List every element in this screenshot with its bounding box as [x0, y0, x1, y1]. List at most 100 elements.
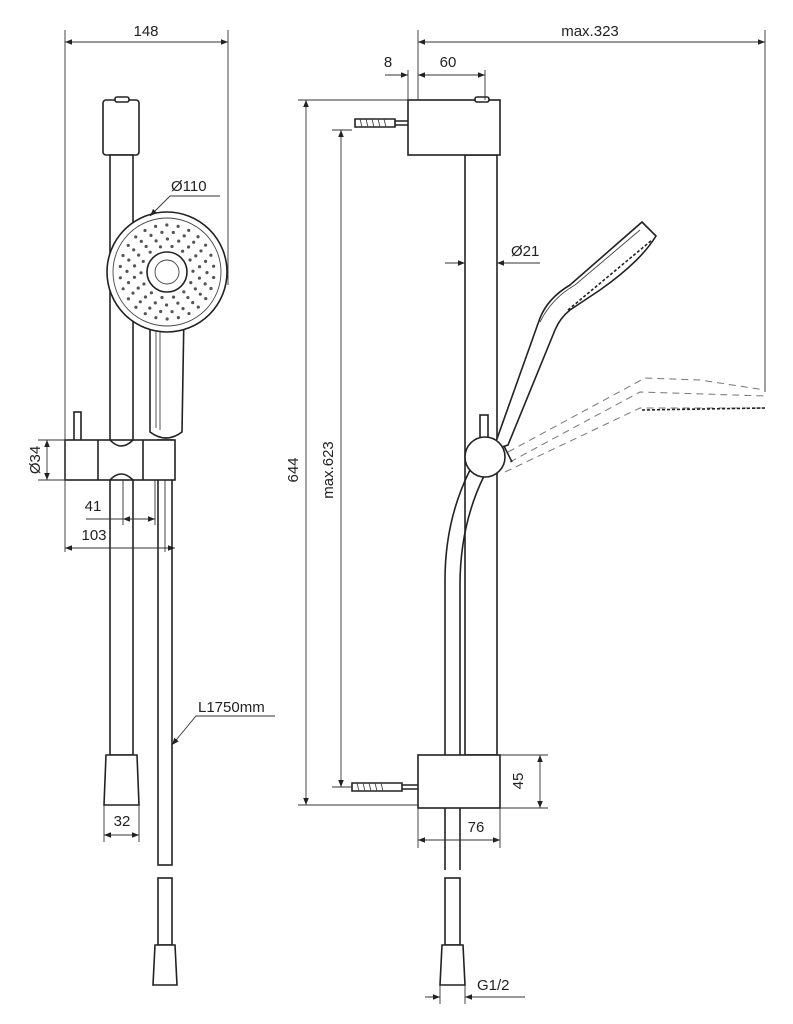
- dim-103-label: 103: [81, 527, 106, 544]
- nozzle-dot: [187, 228, 191, 232]
- ghost-nozzles: [641, 407, 766, 411]
- front-view: 148 Ø110 Ø34 41 103 L1750mm 32: [27, 23, 275, 986]
- dim-148-label: 148: [133, 23, 158, 40]
- nozzle-dot: [143, 295, 148, 299]
- nozzle-dot: [149, 233, 153, 237]
- bottom-wall-bracket: [417, 754, 501, 809]
- nozzle-dot: [196, 235, 200, 239]
- nozzle-dot: [176, 224, 180, 228]
- nozzle-dot: [121, 287, 125, 291]
- dim-45-label: 45: [510, 773, 527, 790]
- nozzle-dot: [171, 295, 176, 299]
- dim-g12-label: G1/2: [477, 977, 510, 994]
- nozzle-dot: [143, 312, 147, 316]
- nozzle-dot: [203, 259, 208, 263]
- rail-top-cap: [102, 99, 140, 156]
- dim-max623-label: max.623: [320, 441, 337, 499]
- nozzle-dot: [203, 243, 208, 247]
- nozzle-dot: [196, 305, 200, 309]
- extension-lines-top: [407, 30, 766, 392]
- nozzle-dot: [199, 249, 203, 253]
- side-hose: [444, 469, 485, 870]
- nozzle-dot: [165, 317, 169, 321]
- nozzle-dot: [197, 265, 202, 269]
- nozzle-dot: [134, 235, 138, 239]
- nozzle-dot: [121, 253, 125, 258]
- nozzle-pattern: [118, 223, 216, 321]
- nozzle-dot: [191, 269, 195, 273]
- nozzle-dot: [209, 286, 213, 291]
- nozzle-dot: [125, 269, 129, 273]
- nozzle-dot: [165, 223, 169, 227]
- hose-nut: [152, 944, 178, 986]
- nozzle-dot: [187, 311, 191, 316]
- center-ring: [154, 259, 180, 285]
- nozzle-dot: [176, 315, 180, 320]
- nozzle-dot: [170, 310, 174, 314]
- extension-lines-76: [417, 808, 501, 848]
- dim-644-label: 644: [285, 457, 302, 482]
- side-hose-lower: [444, 877, 461, 946]
- ghost-handshower-mid: [509, 391, 766, 463]
- nozzle-dot: [181, 307, 185, 311]
- rail-bottom-cap: [103, 754, 140, 806]
- nozzle-dot: [165, 237, 170, 241]
- nozzle-dot: [143, 228, 147, 233]
- top-bracket-button: [474, 96, 490, 103]
- bottom-wall-screw: [351, 782, 418, 792]
- dim-76-label: 76: [468, 819, 485, 836]
- nozzle-dot: [154, 316, 158, 320]
- handle-detail: [155, 318, 161, 430]
- nozzle-dot: [132, 264, 137, 268]
- nozzle-dot: [197, 276, 202, 280]
- side-handshower: [491, 220, 658, 452]
- ghost-handshower-bottom: [504, 407, 765, 473]
- dim-head-diameter-label: Ø110: [171, 178, 207, 195]
- side-slider-ball: [464, 436, 506, 478]
- shower-head-rim: [112, 217, 222, 327]
- dim-max323-label: max.323: [561, 23, 619, 40]
- slider-detail: [97, 439, 144, 481]
- nozzle-dot: [132, 275, 137, 279]
- nozzle-dot: [212, 275, 216, 280]
- dim-60-label: 60: [440, 54, 457, 71]
- nozzle-dot: [177, 239, 181, 243]
- extension-lines: [64, 30, 229, 552]
- nozzle-dot: [132, 248, 136, 252]
- dim-21-label: Ø21: [511, 243, 539, 260]
- side-hose-nut: [439, 944, 466, 986]
- nozzle-dot: [141, 259, 145, 264]
- nozzle-dot: [186, 245, 191, 249]
- nozzle-dot: [180, 249, 185, 253]
- nozzle-dot: [205, 271, 209, 275]
- nozzle-dot: [182, 290, 186, 294]
- nozzle-dot: [193, 287, 197, 291]
- dim-34-label: Ø34: [27, 446, 44, 474]
- handshower-handle: [149, 311, 185, 439]
- nozzle-dot: [176, 301, 180, 305]
- side-nozzles: [567, 239, 653, 311]
- hose-length-label: L1750mm: [198, 699, 265, 716]
- nozzle-dot: [212, 264, 216, 268]
- nozzle-dot: [126, 243, 130, 248]
- nozzle-dot: [134, 305, 138, 309]
- nozzle-dot: [118, 264, 122, 269]
- nozzle-dot: [203, 282, 207, 286]
- nozzle-dot: [118, 276, 122, 280]
- nozzle-dot: [153, 301, 157, 305]
- nozzle-dot: [139, 239, 143, 243]
- nozzle-dot: [182, 234, 186, 238]
- hose-length-leader: [171, 715, 275, 746]
- extension-lines-vertical: [298, 99, 418, 806]
- handshower-contour: [539, 229, 641, 323]
- nozzle-dot: [138, 300, 142, 304]
- nozzle-dot: [160, 230, 164, 234]
- slider-joint: [503, 445, 513, 463]
- nozzle-dot: [139, 271, 143, 275]
- nozzle-dot: [131, 291, 135, 295]
- nozzle-dot: [148, 306, 152, 310]
- nozzle-dot: [160, 295, 164, 300]
- top-wall-screw: [354, 118, 408, 128]
- side-view: max.323 8 60 Ø21 644 max.623 45 76 G1/2: [285, 23, 766, 1004]
